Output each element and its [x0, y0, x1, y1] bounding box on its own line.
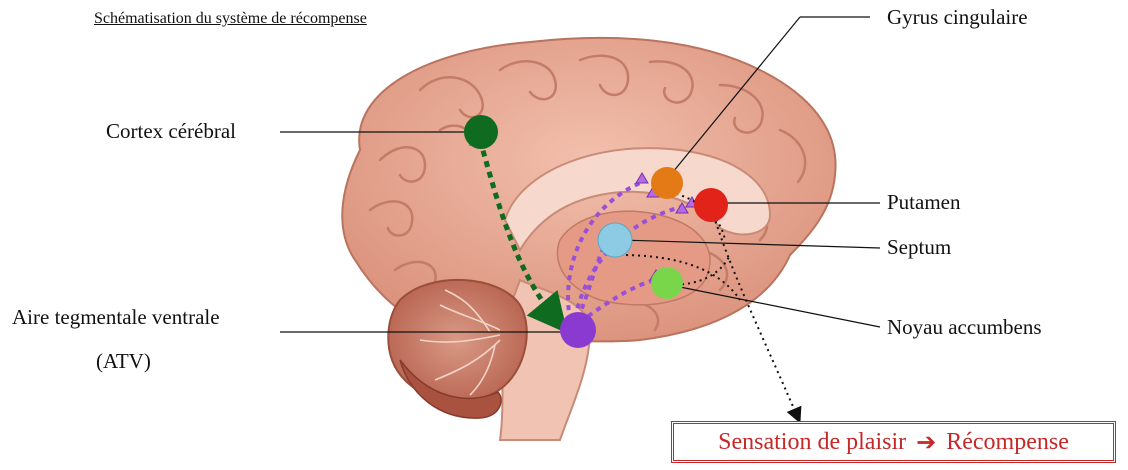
label-atv-abbrev: (ATV) — [96, 349, 151, 374]
label-accumbens: Noyau accumbens — [887, 315, 1042, 340]
label-putamen: Putamen — [887, 190, 961, 215]
gyrus-node — [651, 167, 683, 199]
septum-node — [598, 223, 632, 257]
result-left-text: Sensation de plaisir — [718, 429, 906, 456]
cortex-node — [464, 115, 498, 149]
atv-node — [560, 312, 596, 348]
result-box: Sensation de plaisir ➔ Récompense — [671, 421, 1116, 463]
label-gyrus: Gyrus cingulaire — [887, 5, 1028, 30]
result-arrow-icon: ➔ — [916, 428, 936, 457]
limbic-core — [557, 211, 710, 305]
putamen-node — [694, 188, 728, 222]
label-septum: Septum — [887, 235, 951, 260]
label-atv: Aire tegmentale ventrale — [12, 305, 220, 330]
label-cortex: Cortex cérébral — [106, 119, 236, 144]
accumbens-node — [651, 267, 683, 299]
result-right-text: Récompense — [946, 429, 1069, 456]
cerebellum — [388, 280, 526, 401]
